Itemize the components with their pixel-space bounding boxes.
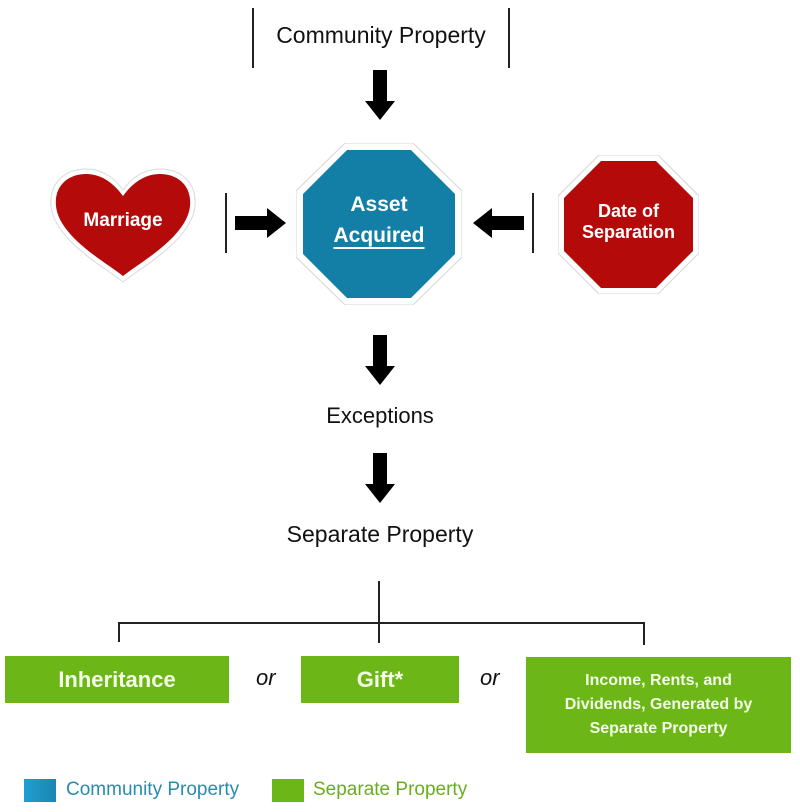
legend-label-community: Community Property bbox=[66, 779, 240, 800]
income-label-line3: Separate Property bbox=[589, 720, 728, 737]
gift-label: Gift* bbox=[356, 666, 404, 692]
separation-label-line2: Separation bbox=[581, 222, 676, 242]
marriage-label: Marriage bbox=[83, 210, 163, 231]
arrow-down-icon bbox=[364, 70, 396, 122]
arrow-right-icon bbox=[235, 207, 287, 239]
community-property-heading: Community Property bbox=[276, 22, 486, 48]
marriage-node: Marriage bbox=[46, 164, 200, 286]
income-option: Income, Rents, and Dividends, Generated … bbox=[526, 657, 791, 753]
or-connector: or bbox=[256, 665, 276, 690]
or-connector: or bbox=[480, 665, 500, 690]
separate-property-label: Separate Property bbox=[286, 521, 474, 547]
bracket-right-drop bbox=[643, 622, 645, 645]
heart-icon bbox=[50, 168, 196, 283]
left-connector-bar bbox=[225, 193, 227, 253]
arrow-down-icon bbox=[364, 453, 396, 505]
income-label-line1: Income, Rents, and bbox=[585, 672, 732, 689]
gift-option: Gift* bbox=[301, 656, 459, 703]
separation-label-line1: Date of bbox=[597, 201, 659, 221]
asset-label-line1: Asset bbox=[350, 193, 408, 216]
legend-swatch-community bbox=[24, 779, 56, 802]
bracket-stem bbox=[378, 581, 380, 643]
arrow-down-icon bbox=[364, 335, 396, 387]
top-left-bar bbox=[252, 8, 254, 68]
asset-label-line2: Acquired bbox=[296, 224, 462, 248]
inheritance-label: Inheritance bbox=[58, 666, 176, 692]
arrow-left-icon bbox=[472, 207, 524, 239]
legend-swatch-separate bbox=[272, 779, 304, 802]
inheritance-option: Inheritance bbox=[5, 656, 229, 703]
income-label-line2: Dividends, Generated by bbox=[564, 696, 753, 713]
octagon-icon bbox=[296, 143, 462, 305]
right-connector-bar bbox=[532, 193, 534, 253]
bracket-bar bbox=[118, 622, 645, 624]
stop-sign-icon bbox=[558, 155, 699, 294]
acquired-link[interactable]: Acquired bbox=[333, 224, 425, 247]
top-right-bar bbox=[508, 8, 510, 68]
exceptions-label: Exceptions bbox=[326, 403, 434, 428]
date-of-separation-node: Date of Separation bbox=[558, 155, 699, 294]
legend-label-separate: Separate Property bbox=[313, 779, 468, 800]
asset-acquired-node: Asset Acquired bbox=[296, 143, 462, 305]
bracket-left-drop bbox=[118, 622, 120, 642]
